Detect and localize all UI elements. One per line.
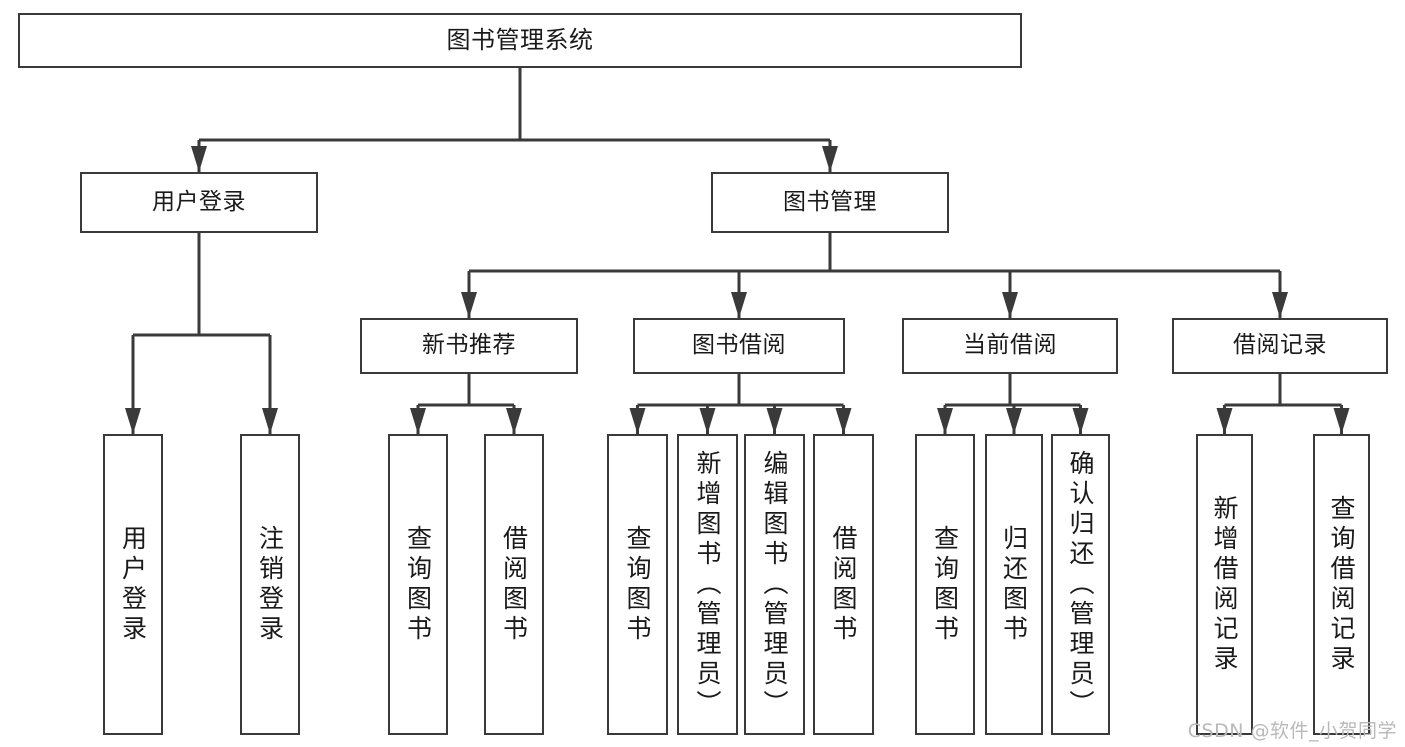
node-l6[interactable]: 新增图书（管理员） xyxy=(677,434,738,735)
node-l10[interactable]: 归还图书 xyxy=(985,434,1043,735)
node-l13[interactable]: 查询借阅记录 xyxy=(1313,434,1370,735)
node-label: 当前借阅 xyxy=(963,332,1057,359)
watermark-text: CSDN @软件_小贺同学 xyxy=(1187,720,1397,742)
node-l12[interactable]: 新增借阅记录 xyxy=(1196,434,1253,735)
node-label: 归还图书 xyxy=(999,524,1029,645)
node-label: 确认归还（管理员） xyxy=(1066,449,1095,720)
node-label: 图书借阅 xyxy=(692,332,786,359)
node-l11[interactable]: 确认归还（管理员） xyxy=(1051,434,1110,735)
node-label: 用户登录 xyxy=(118,524,148,645)
node-l4[interactable]: 借阅图书 xyxy=(484,434,544,735)
node-l9[interactable]: 查询图书 xyxy=(915,434,975,735)
node-login[interactable]: 用户登录 xyxy=(80,172,318,233)
node-label: 查询借阅记录 xyxy=(1327,494,1356,675)
node-label: 借阅记录 xyxy=(1233,332,1327,359)
node-bookmgmt[interactable]: 图书管理 xyxy=(711,172,949,233)
node-newbook[interactable]: 新书推荐 xyxy=(360,318,578,374)
node-l8[interactable]: 借阅图书 xyxy=(813,434,874,735)
node-label: 查询图书 xyxy=(403,524,433,645)
node-label: 借阅图书 xyxy=(499,524,529,645)
node-label: 新增图书（管理员） xyxy=(693,449,722,720)
node-label: 借阅图书 xyxy=(829,524,858,645)
node-label: 图书管理系统 xyxy=(446,26,594,55)
node-label: 用户登录 xyxy=(152,188,246,215)
node-root[interactable]: 图书管理系统 xyxy=(18,13,1022,68)
node-label: 新书推荐 xyxy=(422,332,516,359)
node-label: 查询图书 xyxy=(930,524,960,645)
node-label: 图书管理 xyxy=(783,188,877,215)
node-label: 查询图书 xyxy=(623,524,652,645)
node-records[interactable]: 借阅记录 xyxy=(1172,318,1388,374)
node-label: 新增借阅记录 xyxy=(1210,494,1239,675)
node-label: 注销登录 xyxy=(255,524,285,645)
node-label: 编辑图书（管理员） xyxy=(760,449,789,720)
node-l2[interactable]: 注销登录 xyxy=(240,434,300,735)
node-l1[interactable]: 用户登录 xyxy=(103,434,163,735)
node-l5[interactable]: 查询图书 xyxy=(607,434,668,735)
node-l3[interactable]: 查询图书 xyxy=(388,434,448,735)
node-current[interactable]: 当前借阅 xyxy=(902,318,1118,374)
node-borrow[interactable]: 图书借阅 xyxy=(633,318,845,374)
node-l7[interactable]: 编辑图书（管理员） xyxy=(744,434,805,735)
